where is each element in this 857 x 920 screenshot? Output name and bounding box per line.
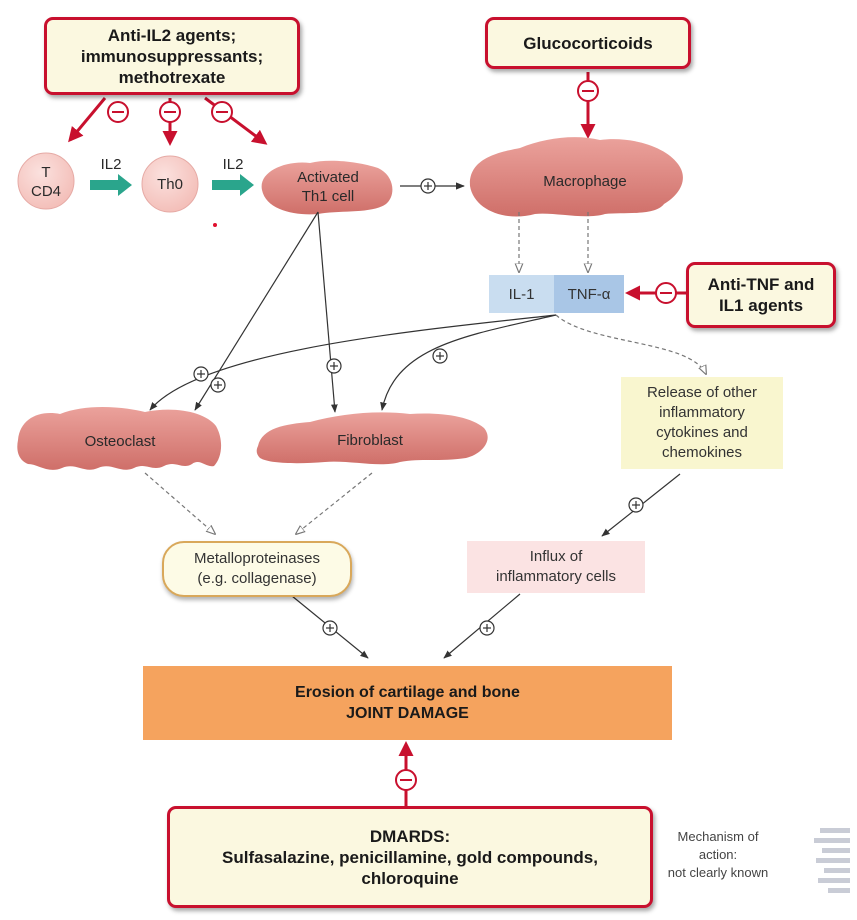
erosion-line-1: Erosion of cartilage and bone [295,684,520,701]
th0-cell [141,155,199,213]
glucocorticoids-label: Glucocorticoids [523,33,653,53]
dmards-box: DMARDS: Sulfasalazine, penicillamine, go… [167,806,653,908]
macrophage-cytokine-arrows [519,212,588,272]
influx-line-1: Influx of [529,548,583,565]
macrophage-shape [469,137,683,217]
osteoclast-label: Osteoclast [84,433,156,450]
th0-label: Th0 [157,176,183,193]
metallo-input-arrows [144,472,373,534]
il2-arrows [90,174,254,196]
minus-symbols-top [107,101,233,123]
dmards-line-1: DMARDS: [369,826,451,846]
plus-th1-macro [420,178,436,194]
red-dot-mark [213,223,217,227]
th1-cell-shape [261,160,393,215]
influx-inflammatory-cells-box: Influx of inflammatory cells [467,541,645,593]
t-cd4-line-2: CD4 [30,183,61,200]
osteoclast-shape [17,407,222,470]
anti-il2-line-2: immunosuppressants; [80,46,264,66]
logo-icon [814,828,850,893]
anti-tnf-line-1: Anti-TNF and [707,275,815,294]
erosion-line-2: JOINT DAMAGE [346,705,469,722]
th1-effect-arrows [194,211,338,413]
plus-release [628,497,644,513]
t-cd4-line-1: T [41,164,51,181]
note-line-2: action: [698,847,738,862]
anti-il2-agents-box: Anti-IL2 agents; immunosuppressants; met… [44,17,300,95]
dmards-line-2: Sulfasalazine, penicillamine, gold compo… [222,847,598,867]
th1-line-1: Activated [297,169,359,186]
th1-line-2: Th1 cell [301,188,355,205]
minus-gluco [577,80,599,102]
metalloproteinases-box: Metalloproteinases (e.g. collagenase) [162,541,352,597]
metallo-line-2: (e.g. collagenase) [197,570,317,587]
tnf-alpha-box: TNF-α [554,275,624,313]
t-cd4-cell [17,152,75,210]
minus-anti-tnf [655,282,677,304]
fibroblast-label: Fibroblast [337,432,403,449]
cytokine-release-arrow [555,314,706,374]
t-cd4-label: T CD4 [18,163,74,201]
plus-symbols-mid [193,348,448,393]
mechanism-note: Mechanism of action: not clearly known [655,828,781,882]
fibroblast-shape [256,412,488,465]
dmards-line-3: chloroquine [361,868,459,888]
influx-line-2: inflammatory cells [495,568,617,585]
minus-dmards [395,769,417,791]
release-line-3: cytokines and [656,424,748,441]
il2-label-1: IL2 [100,156,122,173]
il1-box: IL-1 [489,275,554,313]
plus-erosion [322,620,495,636]
anti-il2-line-1: Anti-IL2 agents; [107,25,237,45]
release-line-4: chemokines [661,444,743,461]
metallo-line-1: Metalloproteinases [194,550,320,567]
macrophage-label: Macrophage [543,173,627,190]
cytokine-effect-arrows [149,314,557,411]
release-cytokines-box: Release of other inflammatory cytokines … [621,377,783,469]
joint-damage-box: Erosion of cartilage and bone JOINT DAMA… [143,666,672,740]
release-line-1: Release of other [646,384,758,401]
il2-label-2: IL2 [222,156,244,173]
glucocorticoids-box: Glucocorticoids [485,17,691,69]
anti-il2-line-3: methotrexate [118,67,226,87]
anti-tnf-line-2: IL1 agents [718,296,804,315]
note-line-3: not clearly known [667,865,769,880]
release-line-2: inflammatory [659,404,745,421]
note-line-1: Mechanism of [677,829,759,844]
anti-tnf-il1-box: Anti-TNF and IL1 agents [686,262,836,328]
th1-cell-label: Activated Th1 cell [270,168,386,206]
